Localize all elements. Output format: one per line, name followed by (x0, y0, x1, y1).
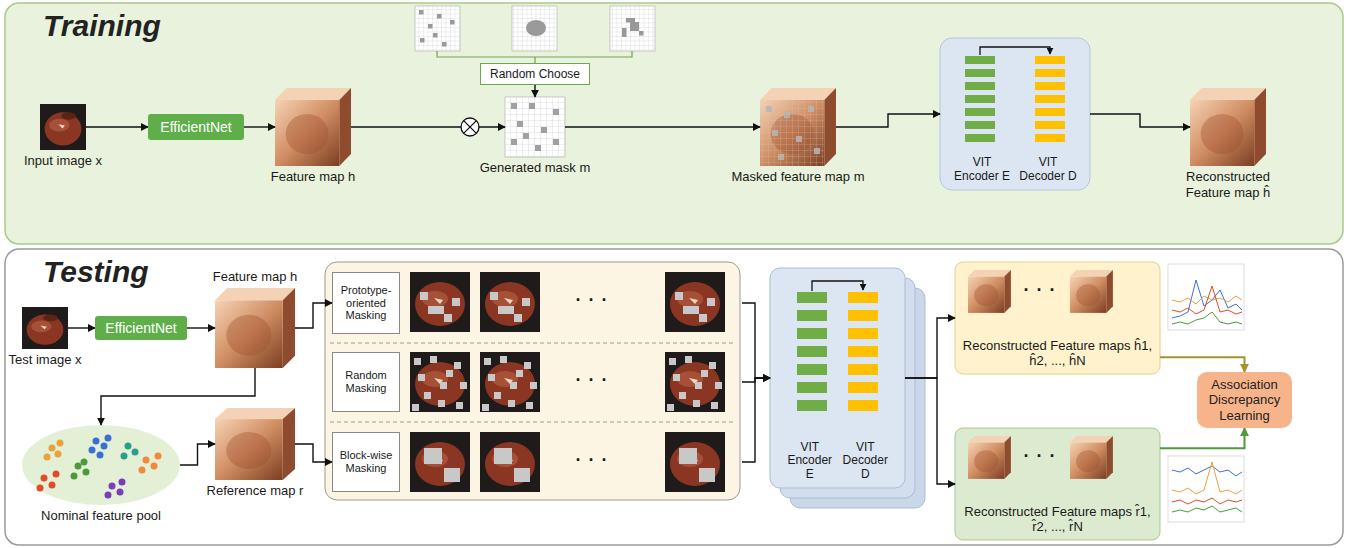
ellipsis-holder: · · · (1010, 280, 1070, 302)
feature-map-cube: Feature map h (215, 288, 295, 368)
feature-pool: Nominal feature pool (22, 425, 180, 505)
label-text: VIT Encoder E (952, 156, 1012, 184)
label-text: Block-wise Masking (337, 449, 395, 474)
label-text: EfficientNet (160, 119, 231, 136)
label-text: Prototype-oriented Masking (337, 284, 395, 322)
caption-text: Test image x (0, 352, 90, 368)
panel-title: Testing (43, 254, 149, 290)
ellipsis-holder: · · · (562, 450, 622, 472)
training-panel: TrainingInput image xEfficientNetFeature… (5, 3, 1343, 244)
masking-label: Prototype-oriented Masking (332, 272, 400, 334)
input-image: Input image x (40, 104, 86, 150)
label-text: Reconstructed Feature maps ĥ1, ĥ2, ..., … (963, 338, 1153, 369)
process-box: Association Discrepancy Learning (1197, 372, 1292, 428)
ellipsis-holder: · · · (562, 290, 622, 312)
caption-text: Reconstructed Feature map ĥ (1173, 169, 1283, 200)
connector-arrow (905, 378, 955, 484)
ellipsis-holder: · · · (562, 370, 622, 392)
label-text: Random Choose (490, 67, 580, 81)
caption-text: Masked feature map m (723, 169, 873, 185)
caption-text: Generated mask m (470, 160, 600, 176)
connector-arrow (836, 114, 940, 127)
masking-label: Block-wise Masking (332, 432, 400, 492)
connector-arrow (1090, 114, 1190, 127)
label-text: VIT Decoder D (838, 441, 894, 482)
panel-title: Training (43, 8, 161, 44)
ellipsis-dots: · · · (1010, 446, 1070, 468)
mask-grid: Generated mask m (505, 97, 565, 157)
connector-arrow (101, 368, 255, 425)
ellipsis-dots: · · · (562, 290, 622, 312)
connector-arrow (86, 126, 148, 127)
feature-map-cube: Feature map h (275, 88, 351, 166)
reconstructed-cube: Reconstructed Feature map ĥ (1190, 88, 1266, 166)
caption-text: Nominal feature pool (26, 508, 176, 524)
connector-arrow (905, 318, 955, 378)
testing-panel: TestingTest image x EfficientNet Feature m… (5, 249, 1343, 545)
connector-arrow (534, 85, 535, 97)
ellipsis-holder: · · · (1010, 446, 1070, 468)
connector-arrow (565, 126, 760, 127)
backbone-box: EfficientNet (148, 114, 244, 140)
connector-arrow (295, 303, 332, 328)
label-text: EfficientNet (105, 320, 176, 337)
connector-arrow (180, 444, 215, 465)
connector-arrow (400, 378, 770, 462)
caption-text: Feature map h (258, 169, 368, 185)
connector-arrow (295, 444, 332, 462)
ellipsis-dots: · · · (562, 370, 622, 392)
caption-text: Reference map r (200, 483, 310, 499)
masking-label: Random Masking (332, 352, 400, 412)
connector-arrow (68, 327, 95, 328)
choose-box: Random Choose (480, 63, 590, 85)
label-text: Association Discrepancy Learning (1201, 377, 1288, 424)
output-group: Reconstructed Feature maps ĥ1, ĥ2, ..., … (955, 262, 1160, 374)
ellipsis-dots: · · · (1010, 280, 1070, 302)
connector-arrow (1160, 357, 1245, 372)
connector-arrow (351, 126, 505, 127)
caption-text: Input image x (13, 153, 113, 169)
label-text: Reconstructed Feature maps r̂1, r̂2, ...… (963, 504, 1153, 535)
caption-text: Feature map h (200, 269, 310, 285)
backbone-box: EfficientNet (95, 316, 187, 340)
reference-cube: Reference map r (215, 408, 295, 480)
masked-feature-cube: Masked feature map m (760, 88, 836, 166)
label-text: Random Masking (337, 369, 395, 394)
test-image: Test image x (22, 307, 68, 349)
connector-arrow (187, 327, 215, 328)
connector-arrow (400, 303, 770, 378)
label-text: VIT Encoder E (782, 441, 838, 482)
vit-panel: VIT Encoder EVIT Decoder D (940, 38, 1090, 190)
label-text: VIT Decoder D (1018, 156, 1078, 184)
vit-panel: VIT Encoder EVIT Decoder D (770, 268, 905, 488)
connector-arrow (244, 126, 275, 127)
ellipsis-dots: · · · (562, 450, 622, 472)
output-group: Reconstructed Feature maps r̂1, r̂2, ...… (955, 428, 1160, 540)
connector-arrow (1160, 428, 1245, 448)
